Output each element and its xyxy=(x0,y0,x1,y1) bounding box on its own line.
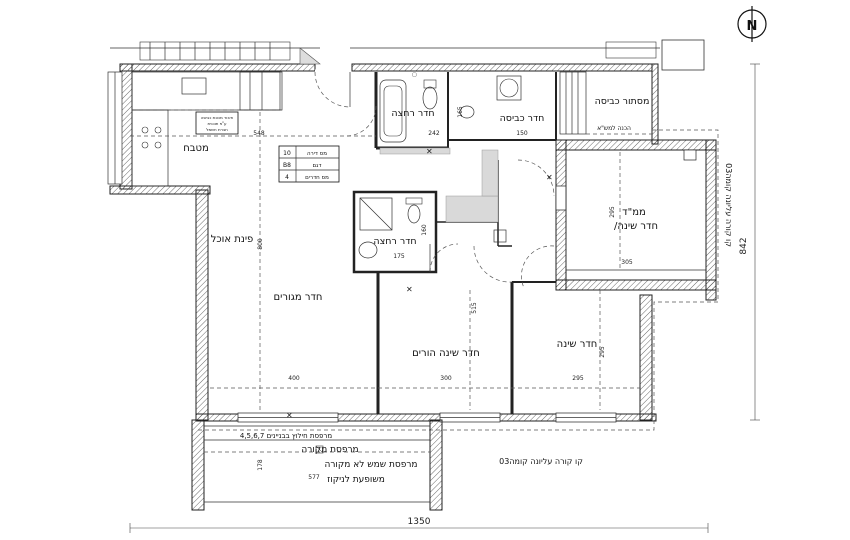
room-label-living: חדר מגורים xyxy=(274,292,323,303)
svg-text:150: 150 xyxy=(516,130,528,137)
room-label-safe-room: ממ"ד xyxy=(622,207,646,218)
room-label-balcony-covered: מרפסת מקורה xyxy=(301,445,358,455)
svg-text:▢: ▢ xyxy=(412,72,417,78)
exterior-walls xyxy=(109,63,717,422)
svg-text:242: 242 xyxy=(428,130,440,137)
upper-beam-line-bottom: קו קורה עליונה קומה03 xyxy=(499,457,583,466)
laundry-note: הכנה למש"א xyxy=(597,125,631,132)
svg-text:4: 4 xyxy=(285,174,289,181)
room-label-bedroom: חדר שינה xyxy=(557,339,598,350)
laundry-storage xyxy=(559,71,652,135)
svg-text:ע"פ תוכנית: ע"פ תוכנית xyxy=(207,121,227,126)
balcony xyxy=(191,419,443,511)
bath2-fixtures xyxy=(358,197,507,259)
svg-text:300: 300 xyxy=(440,375,452,382)
svg-text:165: 165 xyxy=(457,106,464,118)
overall-width-dimension: 1350 xyxy=(129,517,709,533)
svg-text:295: 295 xyxy=(609,206,616,218)
room-label-parents-bedroom: חדר שינה הורים xyxy=(412,348,480,359)
svg-text:חברת חשמל: חברת חשמל xyxy=(206,127,228,132)
svg-text:577: 577 xyxy=(308,474,320,481)
kitchen-note: חיבור מכונת כביסה ע"פ תוכנית חברת חשמל xyxy=(195,111,239,135)
svg-text:295: 295 xyxy=(599,346,606,358)
upper-beam-line-right: קו קורה עליונה קומה03 xyxy=(724,163,733,247)
svg-text:חיבור מכונת כביסה: חיבור מכונת כביסה xyxy=(201,115,234,120)
room-label-kitchen: מטבח xyxy=(183,143,209,154)
svg-text:1350: 1350 xyxy=(408,517,431,527)
room-label-bath2: חדר רחצה xyxy=(373,236,416,247)
laundry-fixtures xyxy=(459,75,522,119)
bath1-fixtures: ▢ xyxy=(379,72,438,143)
svg-text:548: 548 xyxy=(253,130,265,137)
balcony-projection-label: משופעת לניקוז xyxy=(327,475,385,485)
entrance-door[interactable] xyxy=(299,47,351,108)
info-table: 10 מס דירה B8 דגם 4 מס חדרים xyxy=(278,145,340,183)
svg-text:295: 295 xyxy=(572,375,584,382)
interior-doors[interactable] xyxy=(345,105,555,289)
svg-text:מס חדרים: מס חדרים xyxy=(305,175,329,181)
svg-text:842: 842 xyxy=(739,237,749,254)
bottom-windows xyxy=(237,412,617,423)
dimension-labels: 548 242 165 150 800 175 160 305 295 515 … xyxy=(253,106,633,481)
svg-text:דגם: דגם xyxy=(313,163,322,169)
svg-text:✕: ✕ xyxy=(426,147,433,156)
svg-text:10: 10 xyxy=(283,150,291,157)
svg-text:515: 515 xyxy=(471,302,478,314)
room-label-dining: פינת אוכל xyxy=(211,234,254,245)
balcony-rule-label: מרפסת חילוץ בבניינים 4,5,6,7 xyxy=(240,432,332,440)
room-label-laundry-storage: מסתור כביסה xyxy=(595,96,650,107)
svg-text:מס דירה: מס דירה xyxy=(307,151,327,157)
svg-text:✕: ✕ xyxy=(546,173,553,182)
room-label-safe-room-sub: /חדר שינה xyxy=(614,221,658,232)
stair-railing xyxy=(139,41,291,61)
overall-height-dimension: 842 xyxy=(739,63,760,421)
svg-text:160: 160 xyxy=(421,224,428,236)
svg-text:178: 178 xyxy=(257,459,264,471)
svg-text:B8: B8 xyxy=(283,162,291,169)
room-label-laundry: חדר כביסה xyxy=(500,113,545,124)
svg-text:800: 800 xyxy=(257,238,264,250)
north-label: N xyxy=(747,19,758,34)
svg-text:175: 175 xyxy=(393,253,405,260)
svg-text:400: 400 xyxy=(288,375,300,382)
north-arrow-icon: N xyxy=(737,6,767,42)
svg-text:✕: ✕ xyxy=(406,285,413,294)
room-label-bath1: חדר רחצה xyxy=(391,108,434,119)
kitchen-counter xyxy=(131,71,283,187)
room-label-balcony-uncovered: מרפסת שמש לא מקורה xyxy=(324,460,417,470)
svg-text:305: 305 xyxy=(621,259,633,266)
svg-text:✕: ✕ xyxy=(286,411,293,420)
fixture-markers: ✕ ✕ ✕ ✕ xyxy=(286,147,553,420)
